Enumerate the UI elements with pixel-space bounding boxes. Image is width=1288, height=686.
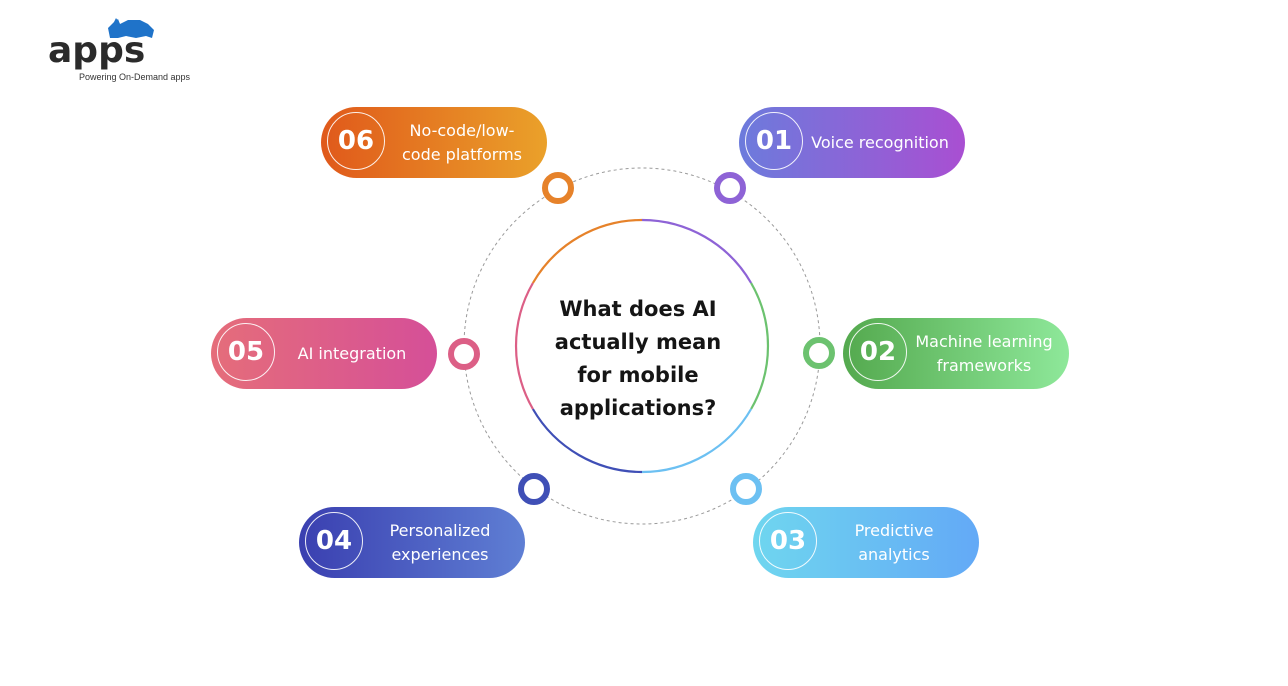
item-number: 02 [849, 323, 907, 381]
item-predictive-analytics: 03 Predictive analytics [753, 507, 979, 578]
item-number: 01 [745, 112, 803, 170]
item-no-code-platforms: 06 No-code/low-code platforms [321, 107, 547, 178]
center-line: applications? [559, 396, 717, 420]
brand-logo: apps Powering On-Demand apps [48, 16, 218, 86]
item-label: Machine learning frameworks [915, 331, 1053, 375]
rhino-icon [108, 18, 154, 38]
logo-tagline: Powering On-Demand apps [79, 72, 191, 82]
ring-markers [448, 172, 835, 505]
marker-05 [448, 338, 480, 370]
item-label: No-code/low-code platforms [402, 120, 522, 164]
center-line: actually mean [554, 330, 722, 354]
item-label: AI integration [297, 343, 407, 363]
marker-06 [542, 172, 574, 204]
marker-03 [730, 473, 762, 505]
center-question: What does AI actually mean for mobile ap… [538, 293, 738, 425]
marker-02 [803, 337, 835, 369]
marker-01 [714, 172, 746, 204]
inner-colored-ring [514, 218, 770, 474]
logo-wordmark: apps [48, 30, 146, 71]
center-line: What does AI [559, 297, 717, 321]
marker-04 [518, 473, 550, 505]
item-number: 03 [759, 512, 817, 570]
item-label: Voice recognition [811, 132, 949, 152]
item-personalized-experiences: 04 Personalized experiences [299, 507, 525, 578]
item-ai-integration: 05 AI integration [211, 318, 437, 389]
item-number: 04 [305, 512, 363, 570]
item-label: Predictive analytics [854, 520, 934, 564]
item-number: 05 [217, 323, 275, 381]
item-label: Personalized experiences [389, 520, 491, 564]
item-voice-recognition: 01 Voice recognition [739, 107, 965, 178]
item-machine-learning: 02 Machine learning frameworks [843, 318, 1069, 389]
center-line: for mobile [577, 363, 699, 387]
item-number: 06 [327, 112, 385, 170]
